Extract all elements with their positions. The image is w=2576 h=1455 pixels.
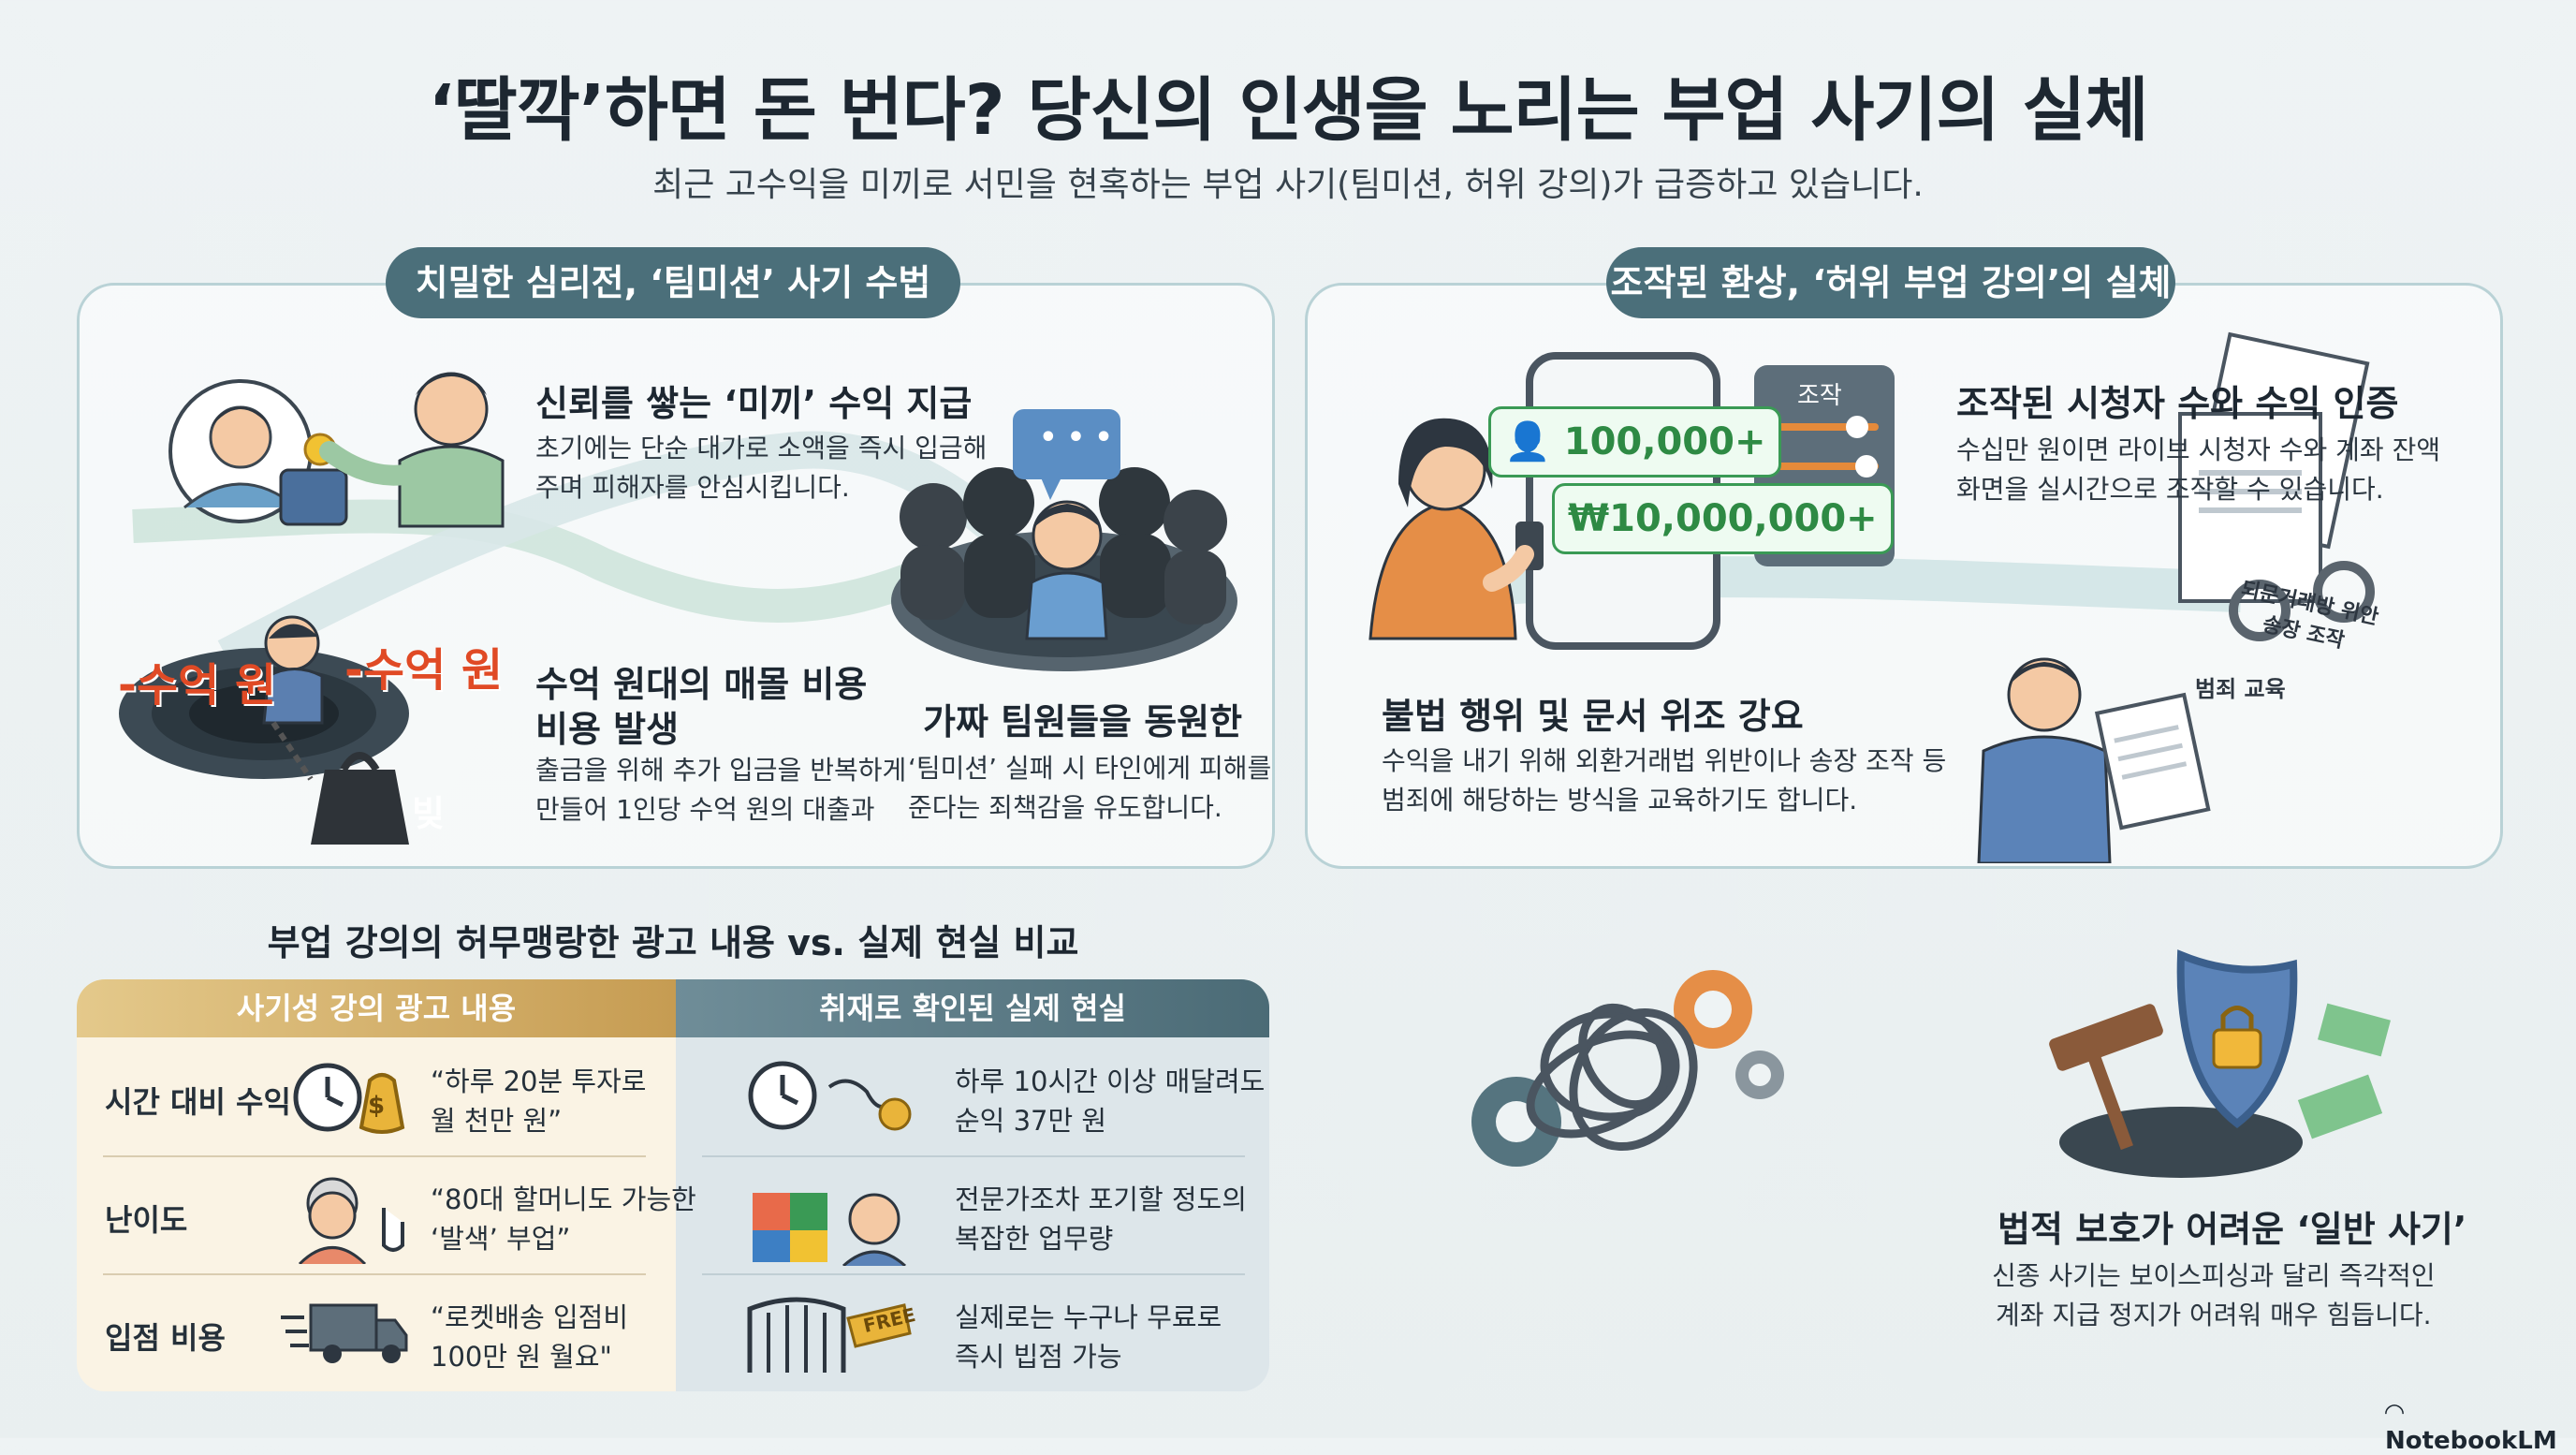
speech-bubble-icon	[1013, 409, 1120, 500]
debt-weight-icon	[311, 752, 409, 845]
puzzle-confused-icon	[753, 1193, 907, 1266]
row-divider	[702, 1155, 1245, 1157]
viewer-count-badge: 👤 100,000+	[1488, 406, 1782, 478]
fake-team-crowd-icon	[891, 467, 1237, 671]
fake-lecture-pill: 조작된 환상, ‘허위 부업 강의’의 실체	[1606, 247, 2175, 318]
row-divider	[103, 1155, 646, 1157]
notebooklm-logo: ◠ NotebookLM	[2385, 1399, 2557, 1455]
comparison-heading: 부업 강의의 허무맹랑한 광고 내용 vs. 실제 현실 비교	[267, 922, 1079, 963]
notebooklm-icon: ◠	[2385, 1399, 2404, 1427]
man-reading-document-icon	[1977, 657, 2211, 863]
ad-column-header: 사기성 강의 광고 내용	[77, 979, 676, 1037]
row-divider	[702, 1273, 1245, 1275]
fake-documents-icon	[2178, 331, 2370, 603]
team-mission-pill: 치밀한 심리전, ‘팀미션’ 사기 수법	[386, 247, 960, 318]
grandmother-tapping-icon	[298, 1177, 404, 1264]
fake-viewers-title: 조작된 시청자 수와 수익 인증	[1956, 383, 2399, 424]
bait-payment-title: 신뢰를 쌓는 ‘미끼’ 수익 지급	[535, 383, 973, 424]
money-bag-symbol: $	[368, 1092, 386, 1120]
tangled-gears-icon	[1471, 970, 1784, 1167]
woman-with-phone-icon	[1368, 418, 1544, 640]
balance-badge: ₩10,000,000+	[1552, 483, 1894, 554]
page-subtitle: 최근 고수익을 미끼로 서민을 현혹하는 부업 사기(팀미션, 허위 강의)가 …	[652, 166, 1924, 204]
reality-column	[676, 979, 1269, 1391]
delivery-truck-icon	[281, 1303, 408, 1363]
legal-protection-title: 법적 보호가 어려운 ‘일반 사기’	[1998, 1209, 2467, 1250]
team-mission-illustration	[119, 372, 1237, 845]
row-label-difficulty: 난이도	[105, 1202, 188, 1238]
illegal-acts-title: 불법 행위 및 문서 위조 강요	[1382, 696, 1804, 737]
loss-amount-left: -수억 원	[118, 659, 277, 712]
row-divider	[103, 1273, 646, 1275]
control-label: 조작	[1797, 382, 1842, 410]
crime-education-label: 범죄 교육	[2195, 676, 2286, 702]
reality-column-header: 취재로 확인된 실제 현실	[676, 979, 1269, 1037]
clock-money-bag-icon	[293, 1063, 405, 1134]
loss-amount-right: -수억 원	[344, 644, 504, 697]
victim-avatar-icon	[168, 379, 313, 523]
page-title: ‘딸깍’하면 돈 번다? 당신의 인생을 노리는 부업 사기의 실체	[428, 70, 2148, 151]
scammer-payer-icon	[319, 372, 505, 528]
gavel-shield-icon	[2049, 949, 2391, 1178]
speech-bubble-dots: • • •	[1039, 421, 1113, 454]
row-label-entry-cost: 입점 비용	[105, 1320, 226, 1356]
row-label-time: 시간 대비 수익	[105, 1084, 291, 1120]
debt-hole-icon	[119, 615, 409, 781]
debt-weight-label: 빚	[412, 793, 445, 834]
open-gate-icon	[747, 1297, 912, 1373]
handcuffs-icon	[2229, 561, 2375, 641]
fake-team-title: 가짜 팀원들을 동원한	[923, 701, 1243, 742]
ad-text-difficulty: “80대 할머니도 가능한‘발색’ 부업”	[431, 1183, 696, 1256]
clock-coin-icon	[748, 1061, 912, 1131]
